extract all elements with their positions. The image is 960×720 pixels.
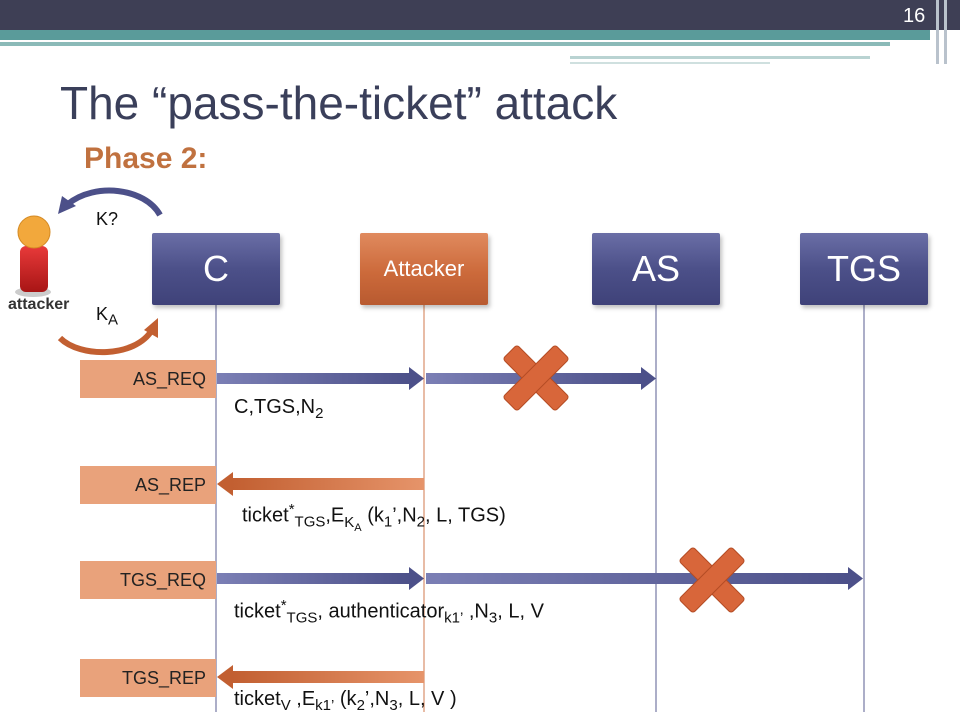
tgs-req-forward-arrow (426, 567, 863, 590)
payload-as-rep: ticket*TGS,EKA (k1’,N2, L, TGS) (242, 501, 506, 534)
cross-x-icon (503, 345, 569, 411)
tgs-req-arrow (217, 567, 424, 590)
header-stripe (0, 30, 930, 40)
slide-title: The “pass-the-ticket” attack (60, 77, 618, 129)
cross-x-icon (679, 547, 745, 613)
msg-tgs-rep: TGS_REP (80, 659, 216, 697)
entity-c: C (152, 233, 280, 305)
as-rep-arrow (217, 472, 424, 496)
payload-as-req: C,TGS,N2 (234, 396, 324, 422)
msg-as-rep: AS_REP (80, 466, 216, 504)
attacker-person-icon (15, 215, 51, 297)
key-query-label: K? (96, 209, 119, 229)
header-stripe-thin (0, 42, 890, 46)
entity-as: AS (592, 233, 720, 305)
msg-tgs-req: TGS_REQ (80, 561, 216, 599)
tgs-rep-arrow (217, 665, 424, 689)
payload-tgs-req: ticket*TGS, authenticatork1’ ,N3, L, V (234, 597, 544, 627)
header-stripe-accent (570, 56, 870, 59)
as-req-arrow (217, 367, 424, 390)
payload-tgs-rep: ticketV ,Ek1’ (k2’,N3, L, V ) (234, 688, 457, 714)
entity-tgs: TGS (800, 233, 928, 305)
msg-as-req: AS_REQ (80, 360, 216, 398)
attacker-caption: attacker (8, 296, 70, 313)
header-divider (944, 0, 947, 64)
header-stripe-accent-2 (570, 62, 770, 64)
header-bar (0, 0, 960, 30)
cycle-arrow-icon (57, 187, 163, 356)
entity-attacker: Attacker (360, 233, 488, 305)
header-divider (936, 0, 939, 64)
key-answer-label: KA (96, 304, 119, 329)
phase-label: Phase 2: (84, 142, 208, 175)
slide-number: 16 (903, 5, 926, 27)
